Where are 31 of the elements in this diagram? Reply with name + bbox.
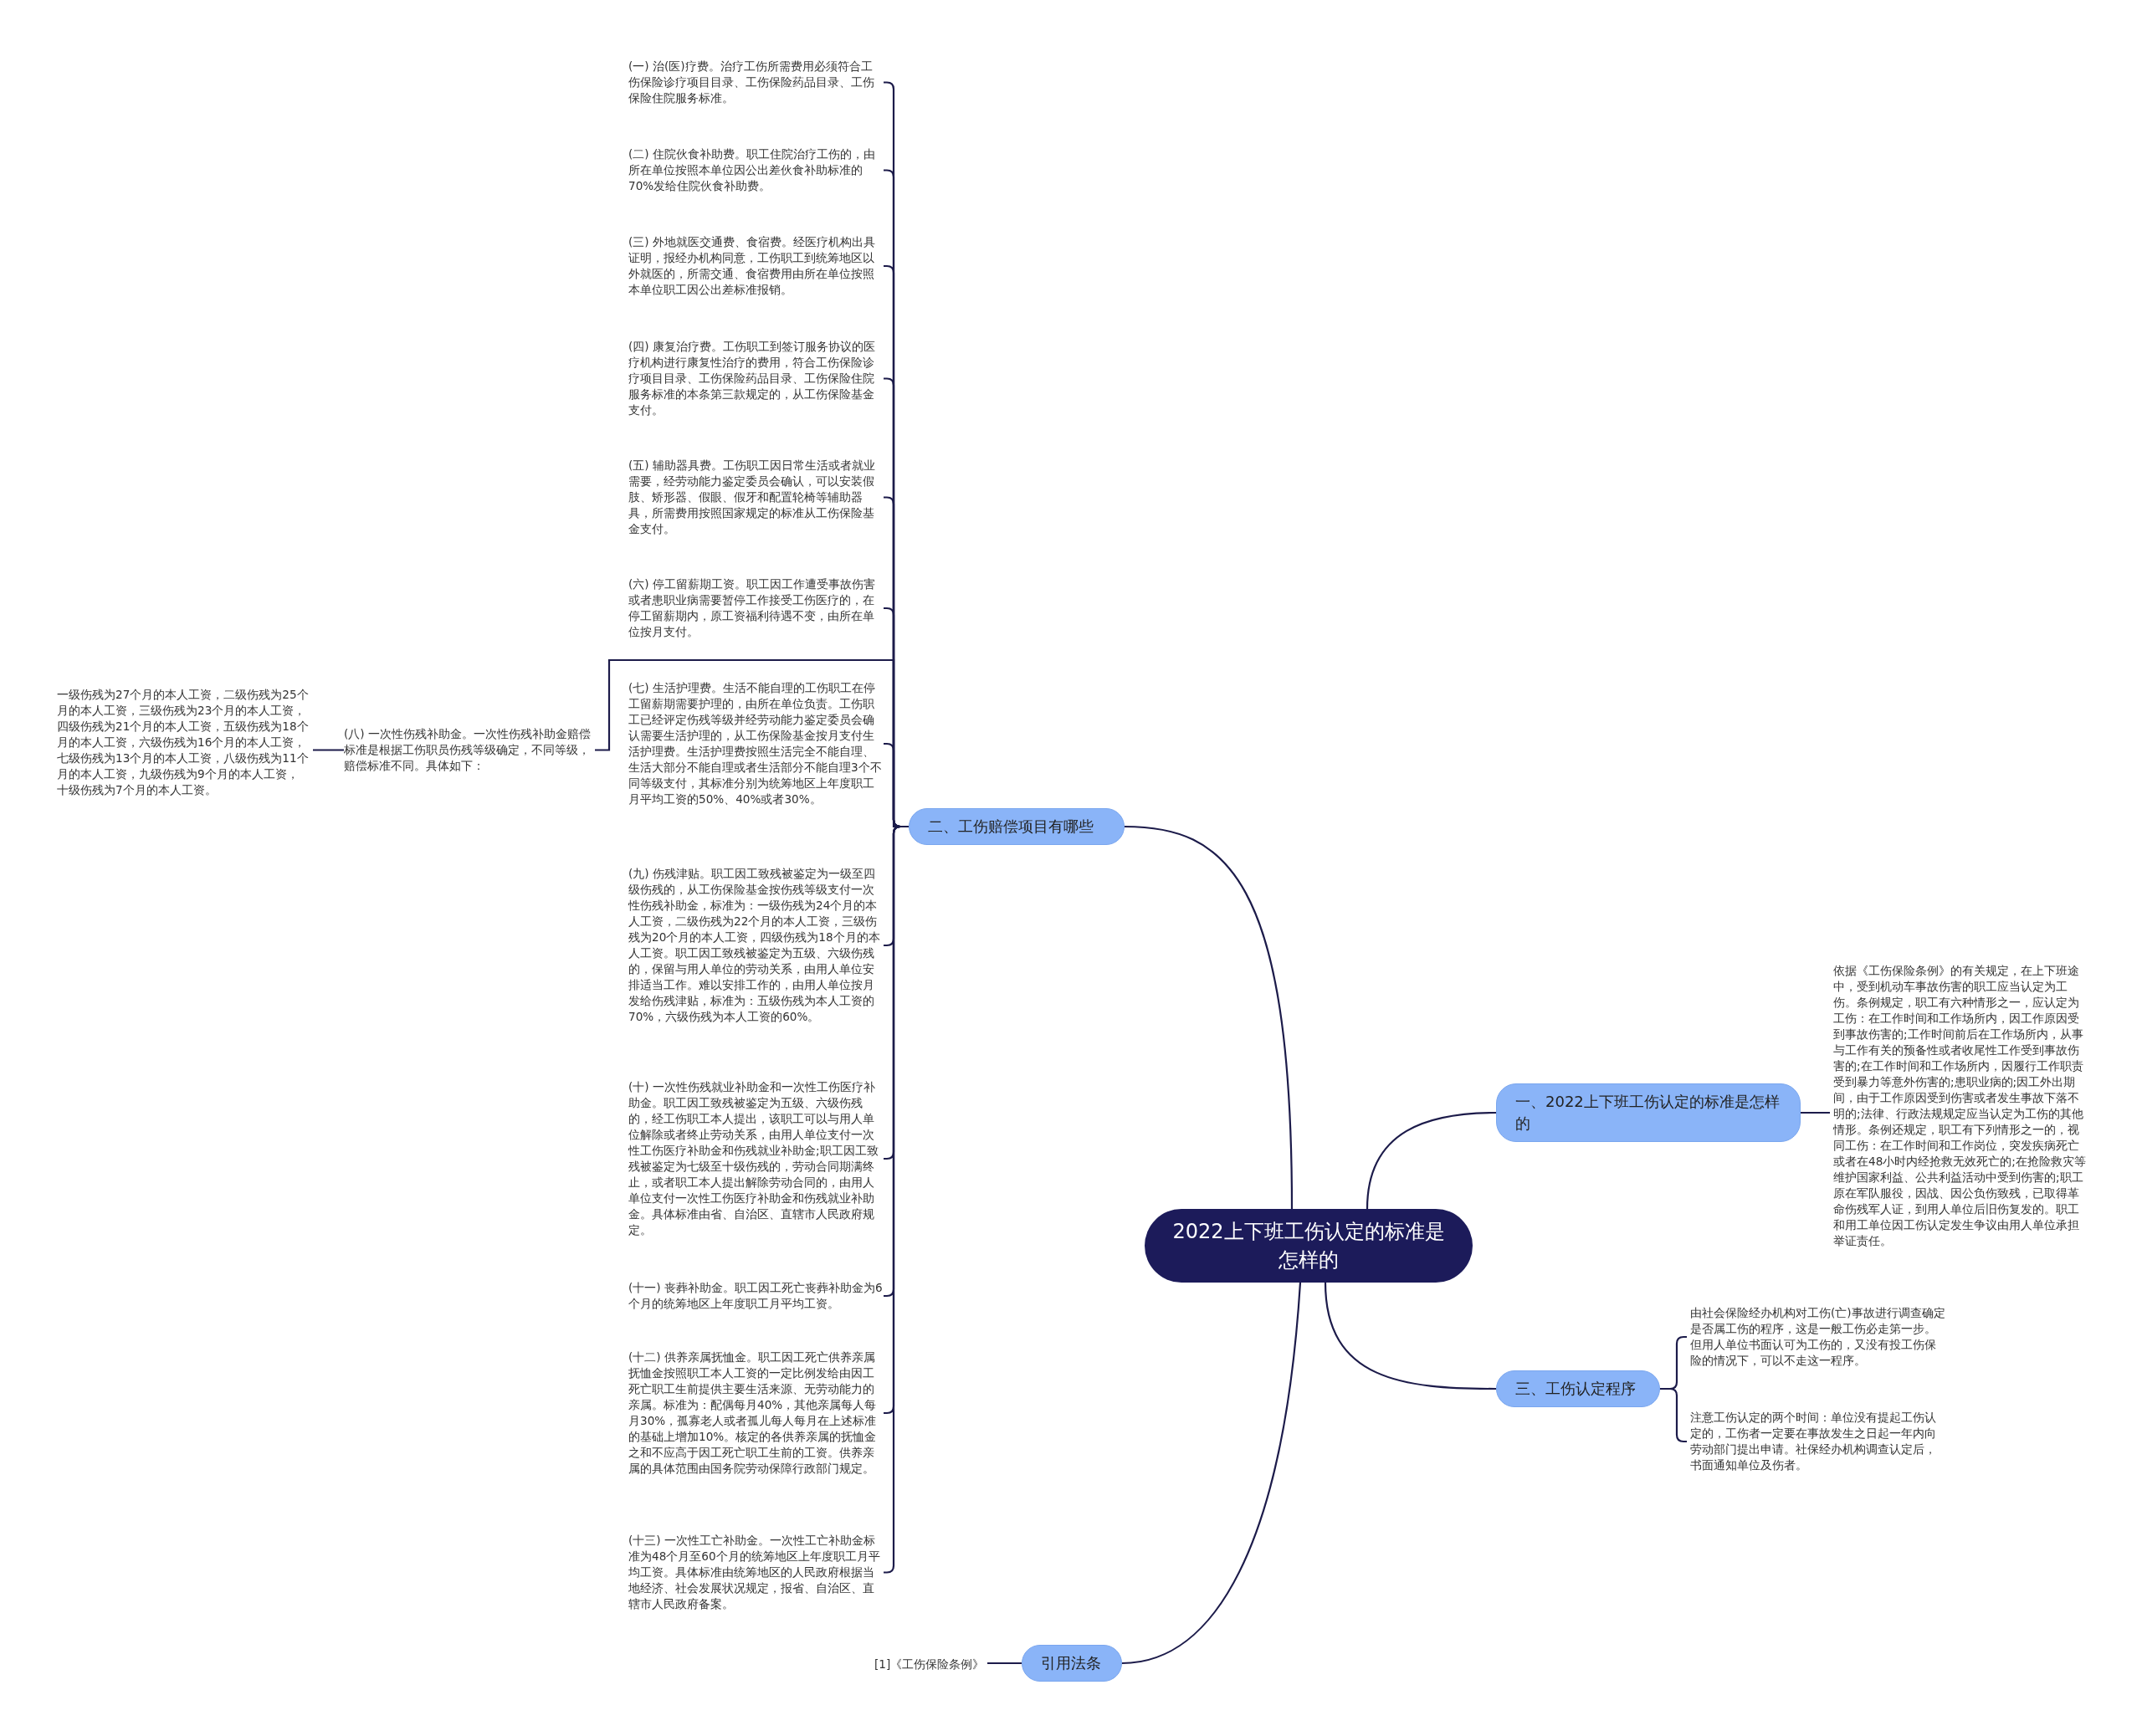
connector-line [1801, 1111, 1830, 1114]
reference-text: [1]《工伤保险条例》 [874, 1657, 985, 1672]
topic-text: (四) 康复治疗费。工伤职工到签订服务协议的医疗机构进行康复性治疗的费用，符合工伤保险诊疗项目目录、工伤保险药品目录、工伤保险住院服务标准的本条第三款规定的，从工伤保险基金支付。 [628, 339, 884, 418]
connector-line [313, 749, 344, 751]
connector-line [1660, 1387, 1687, 1443]
connector-line [1366, 1111, 1497, 1210]
branch-topic-box: 三、工伤认定程序 [1496, 1370, 1660, 1407]
connector-line [1124, 825, 1294, 1209]
connector-line [1324, 1282, 1496, 1390]
topic-text: (十三) 一次性工亡补助金。一次性工亡补助金标准为48个月至60个月的统筹地区上年度职工月平均工资。具体标准由统筹地区的人民政府根据当地经济、社会发展状况规定，报省、自治区、直辖市人民政府备案。 [628, 1533, 884, 1612]
branch-topic-box: 引用法条 [1022, 1645, 1122, 1682]
topic-text: (十) 一次性伤残就业补助金和一次性工伤医疗补助金。职工因工致残被鉴定为五级、六级伤残的，经工伤职工本人提出，该职工可以与用人单位解除或者终止劳动关系，由用人单位支付一次性工伤医疗补助金和伤残就业补助金;职工因工致残被鉴定为七级至十级伤残的，劳动合同期满终止，或者职工本人提出解除劳动合同的，由用人单位支付一次性工伤医疗补助金和伤残就业补助金。具体标准由省、自治区、直辖市人民政府规定。 [628, 1079, 884, 1238]
topic-text: (三) 外地就医交通费、食宿费。经医疗机构出具证明，报经办机构同意，工伤职工到统筹地区以外就医的，所需交通、食宿费用由所在单位按照本单位职工因公出差标准报销。 [628, 234, 884, 298]
branch-topic-box: 一、2022上下班工伤认定的标准是怎样的 [1496, 1083, 1801, 1142]
central-topic-box: 2022上下班工伤认定的标准是怎样的 [1145, 1209, 1473, 1283]
topic-text: (二) 住院伙食补助费。职工住院治疗工伤的，由所在单位按照本单位因公出差伙食补助标准的70%发给住院伙食补助费。 [628, 146, 884, 194]
topic-text: (五) 辅助器具费。工伤职工因日常生活或者就业需要，经劳动能力鉴定委员会确认，可以安装假肢、矫形器、假眼、假牙和配置轮椅等辅助器具，所需费用按照国家规定的标准从工伤保险基金支付。 [628, 458, 884, 537]
topic-text: (八) 一次性伤残补助金。一次性伤残补助金赔偿标准是根据工伤职员伤残等级确定，不同等级，赔偿标准不同。具体如下： [344, 726, 595, 774]
connector-line [987, 1662, 1022, 1665]
topic-text: 依据《工伤保险条例》的有关规定，在上下班途中，受到机动车事故伤害的职工应当认定为工伤。条例规定，职工有六种情形之一，应认定为工伤：在工作时间和工作场所内，因工作原因受到事故伤害的;工作时间前后在工作场所内，从事与工作有关的预备性或者收尾性工作受到事故伤害的;在工作时间和工作场所内，因履行工作职责受到暴力等意外伤害的;患职业病的;因工外出期间，由于工作原因受到伤害或者发生事故下落不明的;法律、行政法规规定应当认定为工伤的其他情形。条例还规定，职工有下列情形之一的，视同工伤：在工作时间和工作岗位，突发疾病死亡或者在48小时内经抢救无效死亡的;在抢险救灾等维护国家利益、公共利益活动中受到伤害的;职工原在军队服役，因战、因公负伤致残，已取得革命伤残军人证，到用人单位后旧伤复发的。职工和用工单位因工伤认定发生争议由用人单位承担举证责任。 [1833, 963, 2088, 1249]
topic-text: (六) 停工留薪期工资。职工因工作遭受事故伤害或者患职业病需要暂停工作接受工伤医疗的，在停工留薪期内，原工资福利待遇不变，由所在单位按月支付。 [628, 576, 884, 640]
connector-line [1121, 1282, 1302, 1665]
branch-topic-box: 二、工伤赔偿项目有哪些 [909, 808, 1125, 845]
topic-text: 由社会保险经办机构对工伤(亡)事故进行调查确定是否属工伤的程序，这是一般工伤必走第一步。但用人单位书面认可为工伤的，又没有投工伤保险的情况下，可以不走这一程序。 [1690, 1305, 1945, 1369]
topic-text: (十二) 供养亲属抚恤金。职工因工死亡供养亲属抚恤金按照职工本人工资的一定比例发给由因工死亡职工生前提供主要生活来源、无劳动能力的亲属。标准为：配偶每月40%，其他亲属每人每月30%，孤寡老人或者孤儿每人每月在上述标准的基础上增加10%。核定的各供养亲属的抚恤金之和不应高于因工死亡职工生前的工资。供养亲属的具体范围由国务院劳动保障行政部门规定。 [628, 1349, 884, 1477]
topic-text: 一级伤残为27个月的本人工资，二级伤残为25个月的本人工资，三级伤残为23个月的本人工资，四级伤残为21个月的本人工资，五级伤残为18个月的本人工资，六级伤残为16个月的本人工资，七级伤残为13个月的本人工资，八级伤残为11个月的本人工资，九级伤残为9个月的本人工资，十级伤残为7个月的本人工资。 [57, 687, 310, 798]
topic-text: (一) 治(医)疗费。治疗工伤所需费用必须符合工伤保险诊疗项目目录、工伤保险药品目录、工伤保险住院服务标准。 [628, 59, 884, 106]
topic-text: (七) 生活护理费。生活不能自理的工伤职工在停工留薪期需要护理的，由所在单位负责。工伤职工已经评定伤残等级并经劳动能力鉴定委员会确认需要生活护理的，从工伤保险基金按月支付生活护理费。生活护理费按照生活完全不能自理、生活大部分不能自理或者生活部分不能自理3个不同等级支付，其标准分别为统筹地区上年度职工月平均工资的50%、40%或者30%。 [628, 680, 884, 807]
topic-text: (九) 伤残津贴。职工因工致残被鉴定为一级至四级伤残的，从工伤保险基金按伤残等级支付一次性伤残补助金，标准为：一级伤残为24个月的本人工资，二级伤残为22个月的本人工资，三级伤残为20个月的本人工资，四级伤残为18个月的本人工资。职工因工致残被鉴定为五级、六级伤残的，保留与用人单位的劳动关系，由用人单位安排适当工作。难以安排工作的，由用人单位按月发给伤残津贴，标准为：五级伤残为本人工资的70%，六级伤残为本人工资的60%。 [628, 866, 884, 1025]
topic-text: 注意工伤认定的两个时间：单位没有提起工伤认定的，工伤者一定要在事故发生之日起一年内向劳动部门提出申请。社保经办机构调查认定后，书面通知单位及伤者。 [1690, 1410, 1945, 1473]
topic-text: (十一) 丧葬补助金。职工因工死亡丧葬补助金为6个月的统筹地区上年度职工月平均工资。 [628, 1280, 884, 1312]
